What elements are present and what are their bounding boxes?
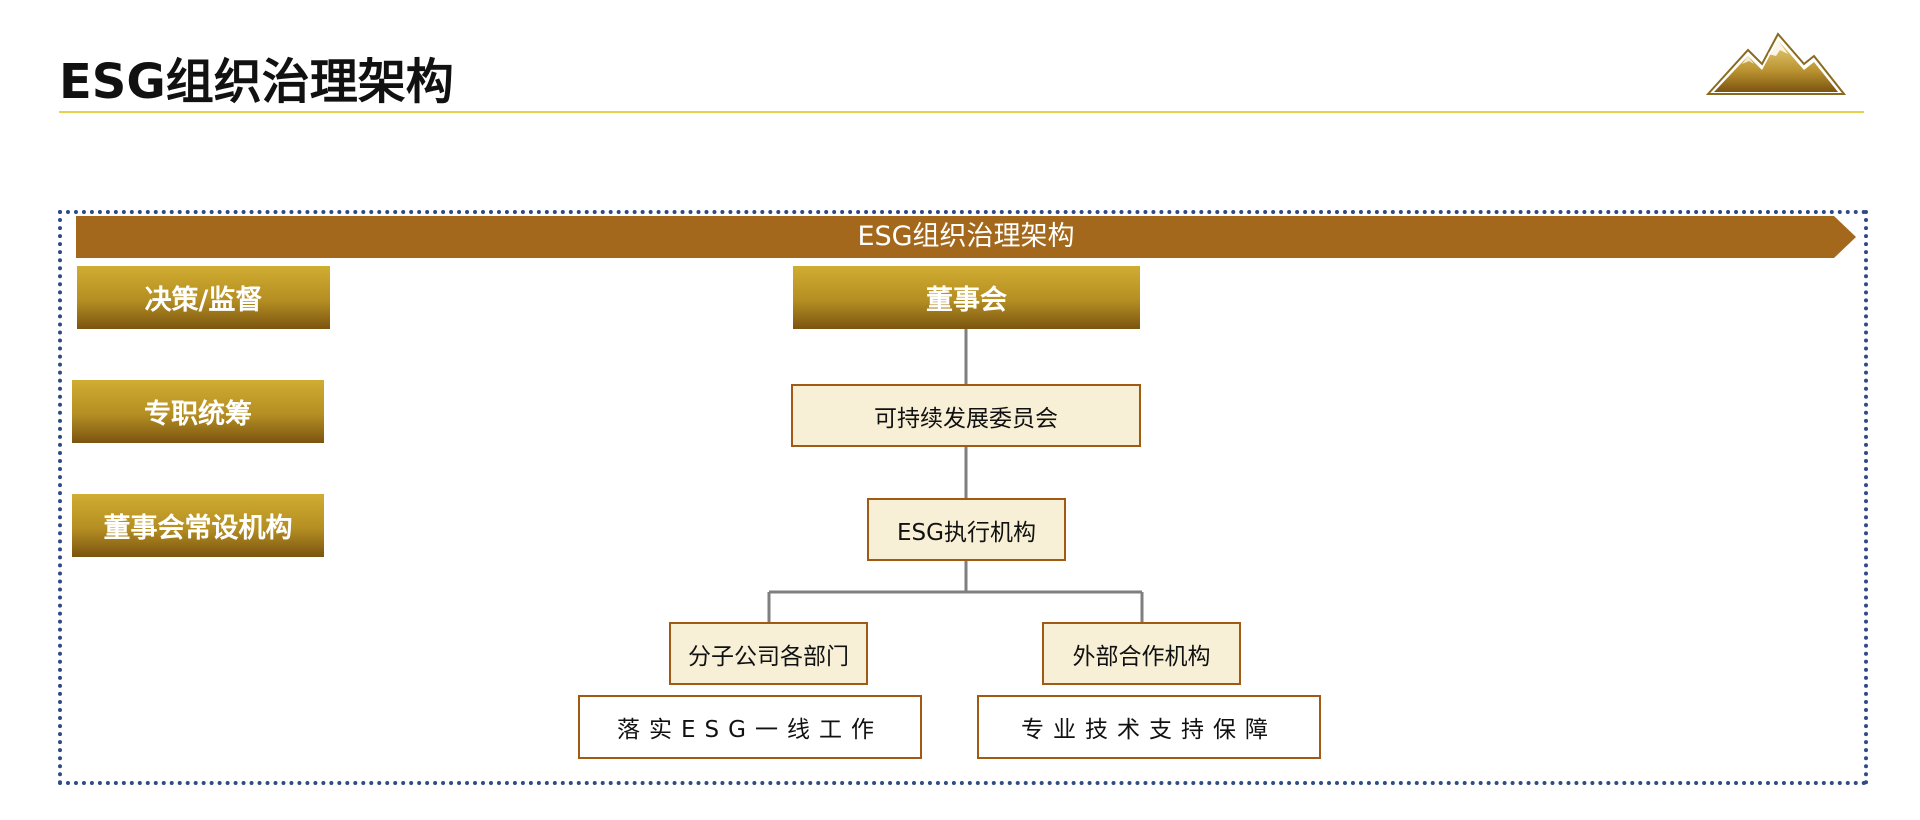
level-label-standing-body: 董事会常设机构 bbox=[72, 494, 324, 557]
node-sustainability-committee: 可持续发展委员会 bbox=[791, 384, 1141, 447]
banner-title: ESG组织治理架构 bbox=[857, 221, 1075, 252]
node-esg-executive: ESG执行机构 bbox=[867, 498, 1066, 561]
node-external-partners: 外部合作机构 bbox=[1042, 622, 1241, 685]
title-divider bbox=[59, 111, 1864, 113]
level-label-coordination: 专职统筹 bbox=[72, 380, 324, 443]
role-external-partners: 专业技术支持保障 bbox=[977, 695, 1321, 759]
page-title: ESG组织治理架构 bbox=[59, 54, 454, 110]
diagram-frame bbox=[58, 210, 1868, 785]
gold-mountain-logo-icon bbox=[1706, 32, 1846, 95]
role-subsidiaries: 落实ESG一线工作 bbox=[578, 695, 922, 759]
level-label-decision: 决策/监督 bbox=[77, 266, 330, 329]
node-subsidiaries: 分子公司各部门 bbox=[669, 622, 868, 685]
banner-arrow bbox=[76, 216, 1856, 258]
node-board: 董事会 bbox=[793, 266, 1140, 329]
